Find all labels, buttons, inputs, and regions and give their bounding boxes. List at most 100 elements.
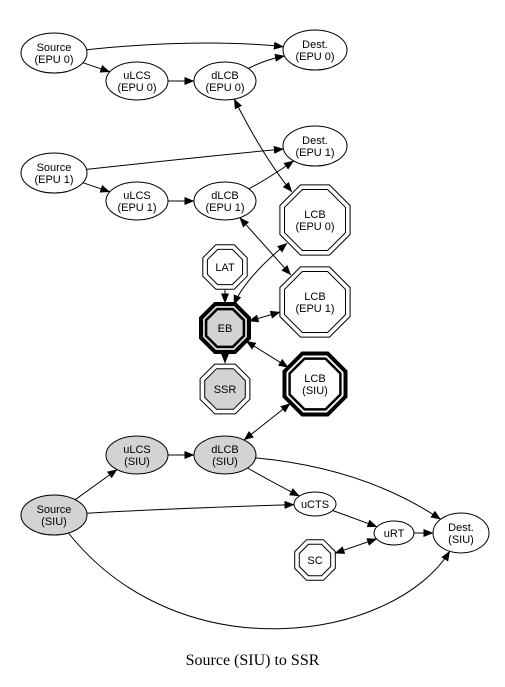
node-shape-inner (298, 543, 332, 577)
edge-dlcb_epu0-to-lcb_epu0 (233, 98, 293, 193)
node-label: (SIU) (124, 456, 150, 468)
nodes-layer: Source(EPU 0)Dest.(EPU 0)uLCS(EPU 0)dLCB… (20, 29, 490, 581)
node-dlcb-siu: dLCB(SIU) (193, 435, 257, 475)
node-src-epu1: Source(EPU 1) (20, 152, 88, 194)
node-label: (EPU 0) (295, 51, 334, 63)
figure-caption: Source (SIU) to SSR (185, 652, 320, 669)
node-label: uCTS (301, 499, 329, 511)
node-ucts: uCTS (293, 491, 337, 517)
node-label: uLCS (123, 190, 151, 202)
node-label: (EPU 1) (34, 174, 73, 186)
node-ulcs-siu: uLCS(SIU) (105, 435, 169, 475)
edge-ucts-to-urt (332, 510, 378, 528)
node-label: EB (218, 323, 233, 335)
node-ssr: SSR (199, 363, 251, 415)
node-dest-siu: Dest.(SIU) (432, 512, 490, 554)
node-label: Dest. (302, 39, 328, 51)
node-src-epu0: Source(EPU 0) (20, 32, 88, 74)
node-shape (193, 435, 257, 475)
node-label: LAT (215, 262, 235, 274)
node-label: uLCS (123, 444, 151, 456)
edge-src_epu1-to-ulcs_epu1 (82, 182, 111, 193)
node-shape (20, 494, 88, 536)
node-label: uLCS (123, 70, 151, 82)
node-label: (SIU) (41, 516, 67, 528)
node-label: Dest. (302, 135, 328, 147)
dependency-graph: Source(EPU 0)Dest.(EPU 0)uLCS(EPU 0)dLCB… (20, 29, 490, 630)
edge-eb-to-lcb_epu0 (233, 242, 288, 306)
edge-dlcb_epu1-to-dest_epu1 (248, 160, 295, 190)
node-label: (EPU 1) (205, 202, 244, 214)
node-shape (20, 32, 88, 74)
node-label: SSR (214, 384, 237, 396)
node-shape (293, 491, 337, 517)
node-label: (EPU 1) (295, 147, 334, 159)
node-dlcb-epu0: dLCB(EPU 0) (193, 61, 257, 101)
edge-src_epu1-to-dest_epu1 (86, 145, 284, 170)
edges-layer (68, 41, 451, 630)
edge-eb-to-lcb_siu (245, 340, 289, 368)
edge-dlcb_epu0-to-dest_epu0 (248, 53, 285, 69)
node-shape-inner (284, 189, 346, 251)
node-shape (105, 181, 169, 221)
node-shape (105, 61, 169, 101)
node-shape (193, 61, 257, 101)
node-ulcs-epu1: uLCS(EPU 1) (105, 181, 169, 221)
node-label: (SIU) (212, 456, 238, 468)
edge-dlcb_siu-to-lcb_siu (243, 403, 291, 441)
node-label: Source (37, 162, 72, 174)
node-shape-inner (288, 357, 342, 411)
node-shape-inner (204, 307, 246, 349)
node-label: (SIU) (448, 534, 474, 546)
edge-src_siu-to-ulcs_siu (74, 469, 118, 501)
node-shape (193, 181, 257, 221)
node-label: (EPU 0) (117, 82, 156, 94)
node-label: (EPU 0) (34, 54, 73, 66)
node-lat: LAT (202, 244, 248, 290)
node-shape (105, 435, 169, 475)
node-lcb-siu: LCB(SIU) (282, 351, 348, 417)
node-label: LCB (304, 373, 325, 385)
node-label: dLCB (211, 70, 239, 82)
edge-dlcb_siu-to-dest_siu (255, 457, 442, 520)
node-label: Source (37, 504, 72, 516)
node-label: (EPU 1) (295, 303, 334, 315)
node-eb: EB (199, 302, 251, 354)
edge-eb-to-lcb_epu1 (248, 310, 281, 323)
node-shape-inner (284, 271, 346, 333)
node-label: dLCB (211, 190, 239, 202)
node-shape (282, 29, 348, 71)
node-ulcs-epu0: uLCS(EPU 0) (105, 61, 169, 101)
node-label: Dest. (448, 522, 474, 534)
node-label: (EPU 1) (117, 202, 156, 214)
node-shape-inner (204, 368, 246, 410)
node-label: SC (307, 555, 322, 567)
node-label: uRT (384, 528, 405, 540)
node-label: (EPU 0) (205, 82, 244, 94)
node-urt: uRT (373, 520, 415, 546)
node-lcb-epu0: LCB(EPU 0) (279, 184, 351, 256)
node-label: Source (37, 42, 72, 54)
edge-src_epu0-to-dest_epu0 (86, 41, 284, 51)
node-dlcb-epu1: dLCB(EPU 1) (193, 181, 257, 221)
node-dest-epu0: Dest.(EPU 0) (282, 29, 348, 71)
edge-sc-to-urt (334, 538, 378, 554)
node-shape-inner (206, 248, 244, 286)
node-lcb-epu1: LCB(EPU 1) (279, 266, 351, 338)
node-dest-epu1: Dest.(EPU 1) (282, 125, 348, 167)
node-shape (282, 125, 348, 167)
node-src-siu: Source(SIU) (20, 494, 88, 536)
node-label: dLCB (211, 444, 239, 456)
node-label: LCB (304, 291, 325, 303)
edge-src_siu-to-ucts (86, 500, 295, 514)
edge-src_siu-to-dest_siu (68, 532, 451, 630)
node-shape (432, 512, 490, 554)
node-label: LCB (304, 209, 325, 221)
edge-dlcb_siu-to-ucts (247, 467, 300, 497)
node-shape (20, 152, 88, 194)
node-label: (SIU) (302, 385, 328, 397)
node-sc: SC (294, 539, 336, 581)
edge-src_epu0-to-ulcs_epu0 (82, 62, 111, 73)
node-shape (373, 520, 415, 546)
node-label: (EPU 0) (295, 221, 334, 233)
